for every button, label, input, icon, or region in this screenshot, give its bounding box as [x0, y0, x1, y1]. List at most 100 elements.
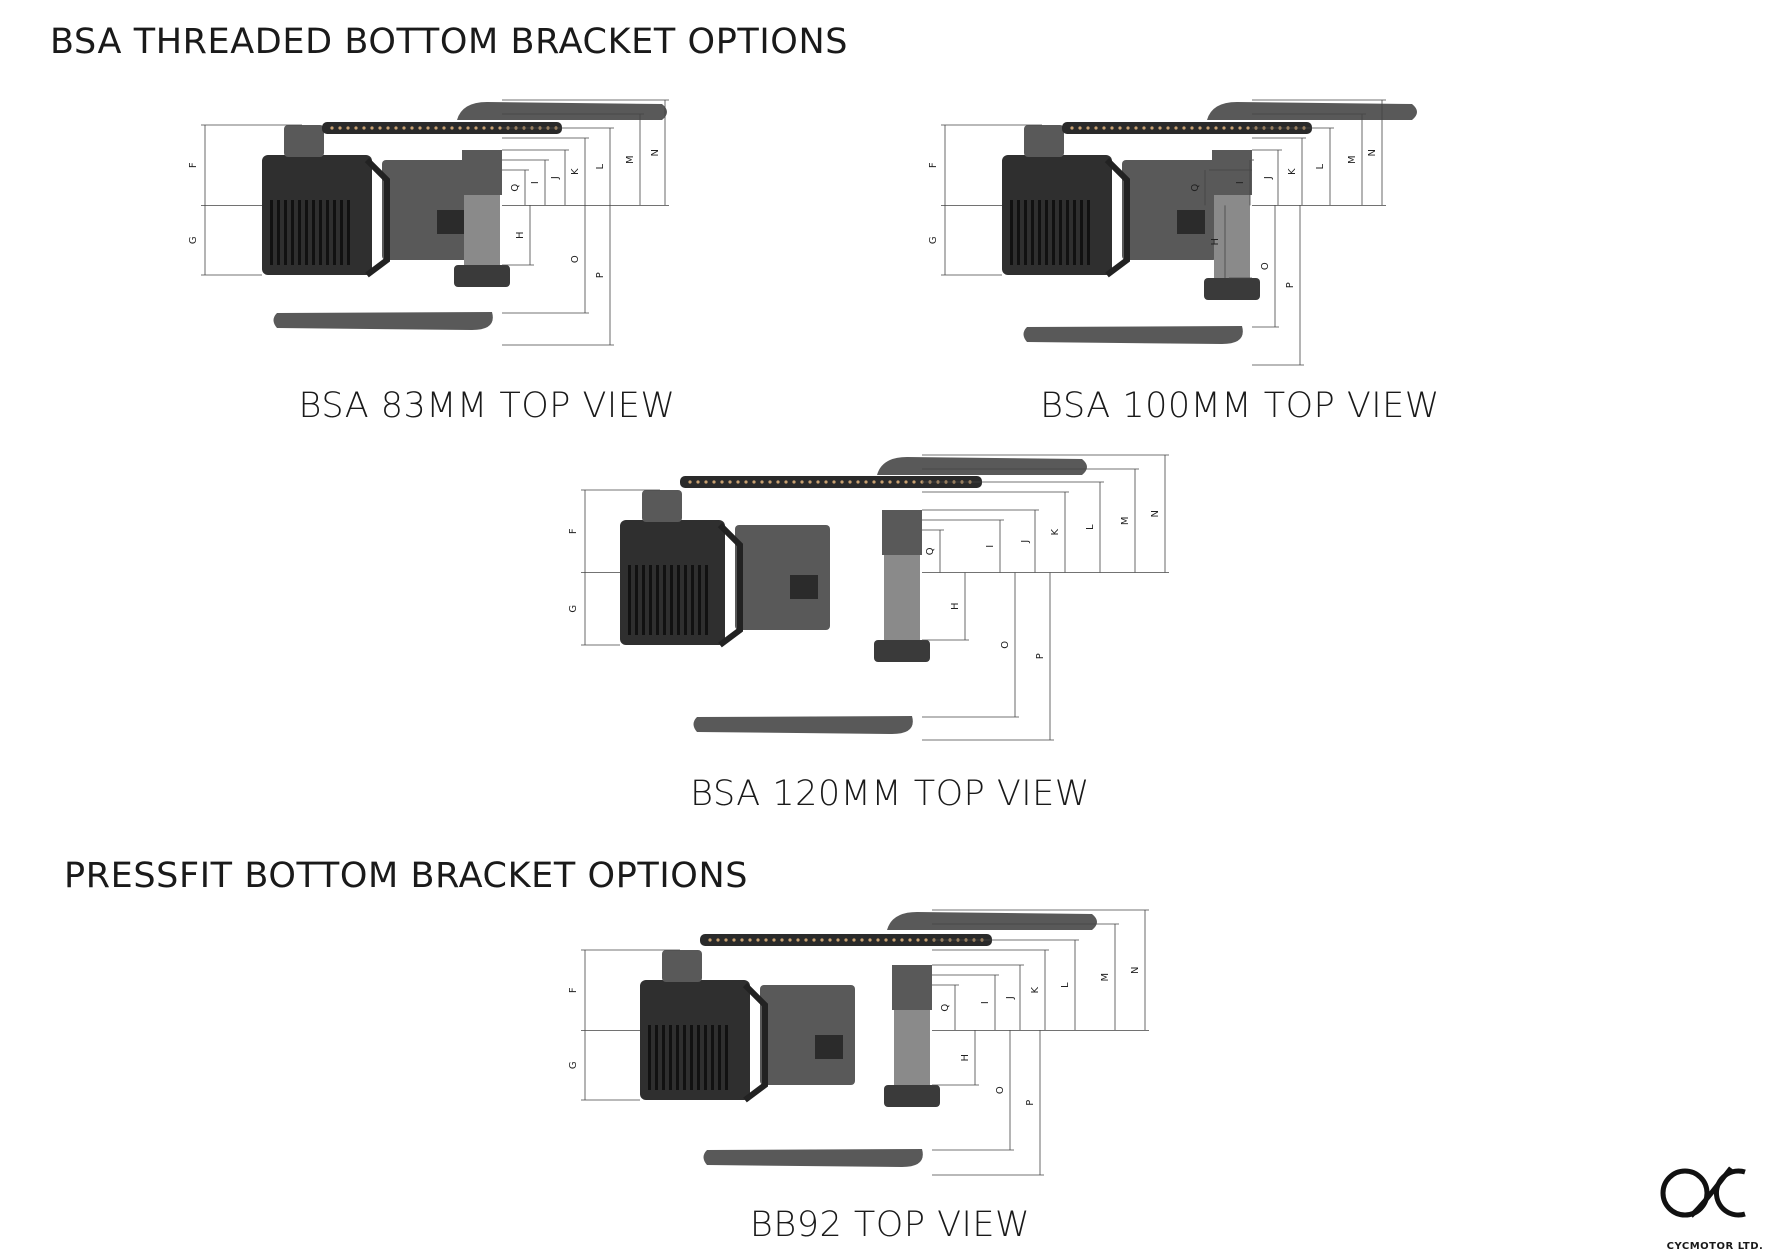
dimension-label: L	[1060, 982, 1071, 988]
chain-link	[1078, 126, 1082, 130]
dimension-label: F	[568, 528, 579, 534]
motor-cooling-fin	[1066, 200, 1069, 265]
dimension-label: P	[595, 272, 606, 278]
threaded-section-heading: BSA THREADED BOTTOM BRACKET OPTIONS	[50, 22, 849, 62]
chain-link	[744, 480, 748, 484]
dimension-label: O	[995, 1086, 1006, 1094]
dimension-label: Q	[925, 547, 936, 555]
motor-cooling-fin	[347, 200, 350, 265]
motor-cooling-fin	[725, 1025, 728, 1090]
dimension-label: Q	[510, 184, 521, 192]
dimension-label: G	[568, 605, 579, 613]
mount-bracket	[742, 982, 768, 1103]
dimension-label: O	[1260, 262, 1271, 270]
chain-link	[784, 480, 788, 484]
chain-link	[836, 938, 840, 942]
chain-link	[888, 480, 892, 484]
chain-link	[872, 480, 876, 484]
dimension-label: J	[1020, 540, 1031, 544]
bb-cup-top	[462, 150, 502, 195]
bb-spindle	[884, 555, 920, 640]
motor-cooling-fin	[691, 565, 694, 635]
dimension-label: O	[570, 255, 581, 263]
dimension-label: Q	[1190, 184, 1201, 192]
chain-link	[724, 938, 728, 942]
motor-cooling-fin	[305, 200, 308, 265]
dimension-label: P	[1025, 1100, 1036, 1106]
chain-link	[840, 480, 844, 484]
bb-cup-bottom	[1204, 278, 1260, 300]
dimension-label: K	[1287, 168, 1298, 175]
chain-link	[800, 480, 804, 484]
dimension-label: L	[1085, 524, 1096, 530]
motor-cooling-fin	[656, 565, 659, 635]
chain-link	[1206, 126, 1210, 130]
chain-link	[410, 126, 414, 130]
chainring	[322, 122, 562, 134]
dimension-label: P	[1035, 653, 1046, 659]
gearbox-housing	[1122, 160, 1217, 260]
dimension-label: F	[928, 162, 939, 168]
motor-housing	[1002, 155, 1112, 275]
motor-housing	[640, 980, 750, 1100]
chain-link	[688, 480, 692, 484]
dimension-label: L	[595, 163, 606, 169]
chain-link	[1110, 126, 1114, 130]
motor-cooling-fin	[628, 565, 631, 635]
mount-bracket	[364, 157, 390, 278]
chain-link	[808, 480, 812, 484]
bb-cup-top	[892, 965, 932, 1010]
motor-cooling-fin	[1059, 200, 1062, 265]
crank-arm-top	[887, 912, 1097, 930]
motor-cooling-fin	[319, 200, 322, 265]
chain-link	[876, 938, 880, 942]
motor-cooling-fin	[1073, 200, 1076, 265]
chain-link	[752, 480, 756, 484]
motor-cooling-fin	[333, 200, 336, 265]
chain-link	[704, 480, 708, 484]
chain-link	[1174, 126, 1178, 130]
chain-link	[346, 126, 350, 130]
chain-link	[1086, 126, 1090, 130]
chain-link	[370, 126, 374, 130]
chain-link	[1158, 126, 1162, 130]
chain-link	[884, 938, 888, 942]
chain-link	[788, 938, 792, 942]
dimension-label: I	[980, 1001, 991, 1004]
crank-arm-top	[1207, 102, 1417, 120]
motor-cooling-fin	[697, 1025, 700, 1090]
chain-link	[912, 480, 916, 484]
bsa-100-caption: BSA 100MM TOP VIEW	[1040, 386, 1440, 426]
chain-link	[418, 126, 422, 130]
motor-cooling-fin	[684, 565, 687, 635]
chain-link	[820, 938, 824, 942]
bb-cup-bottom	[454, 265, 510, 287]
gearbox-port	[437, 210, 465, 234]
dimension-label: H	[950, 602, 961, 610]
chain-link	[1230, 126, 1234, 130]
cycmotor-logo: CYCMOTOR LTD.	[1655, 1160, 1775, 1252]
chain-link	[1246, 126, 1250, 130]
bb92-caption: BB92 TOP VIEW	[749, 1205, 1031, 1245]
chain-link	[1150, 126, 1154, 130]
motor-cooling-fin	[683, 1025, 686, 1090]
motor-cooling-fin	[326, 200, 329, 265]
chain-link	[1118, 126, 1122, 130]
chain-link	[832, 480, 836, 484]
bb-cup-bottom	[874, 640, 930, 662]
cycmotor-logo-icon	[1660, 1166, 1746, 1218]
mount-bracket	[717, 522, 743, 648]
motor-cooling-fin	[669, 1025, 672, 1090]
dimension-label: K	[1050, 529, 1061, 536]
chain-link	[892, 938, 896, 942]
crank-arm-bottom	[703, 1149, 923, 1167]
chain-link	[748, 938, 752, 942]
chain-link	[442, 126, 446, 130]
crank-arm-top	[457, 102, 667, 120]
chain-link	[868, 938, 872, 942]
chain-link	[1126, 126, 1130, 130]
dimension-label: K	[1030, 986, 1041, 993]
dimension-label: K	[570, 168, 581, 175]
motor-cooling-fin	[663, 565, 666, 635]
bb-spindle	[894, 1010, 930, 1085]
